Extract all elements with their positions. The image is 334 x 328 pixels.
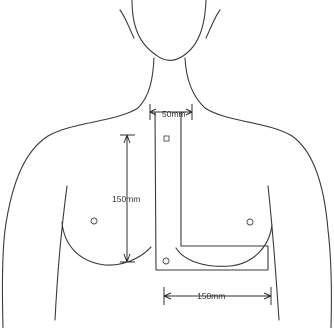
left-arm-inner [55,186,67,320]
right-ear-stroke [206,10,220,38]
top-dimension-label: 50mm [162,109,186,119]
lower-marker-circle [163,258,169,264]
left-nipple [91,218,97,224]
right-arm-inner [268,186,279,320]
left-ear-stroke [120,10,134,38]
vertical-dimension-label: 150mm [112,194,140,204]
upper-marker-square [164,136,169,141]
right-nipple [247,219,253,225]
bottom-dimension-label: 150mm [197,291,225,301]
head-outline [132,0,206,60]
l-shaped-marker [155,112,268,270]
neck-right-line [185,58,331,328]
left-breast-contour [62,222,151,265]
neck-left-line [2,58,154,328]
